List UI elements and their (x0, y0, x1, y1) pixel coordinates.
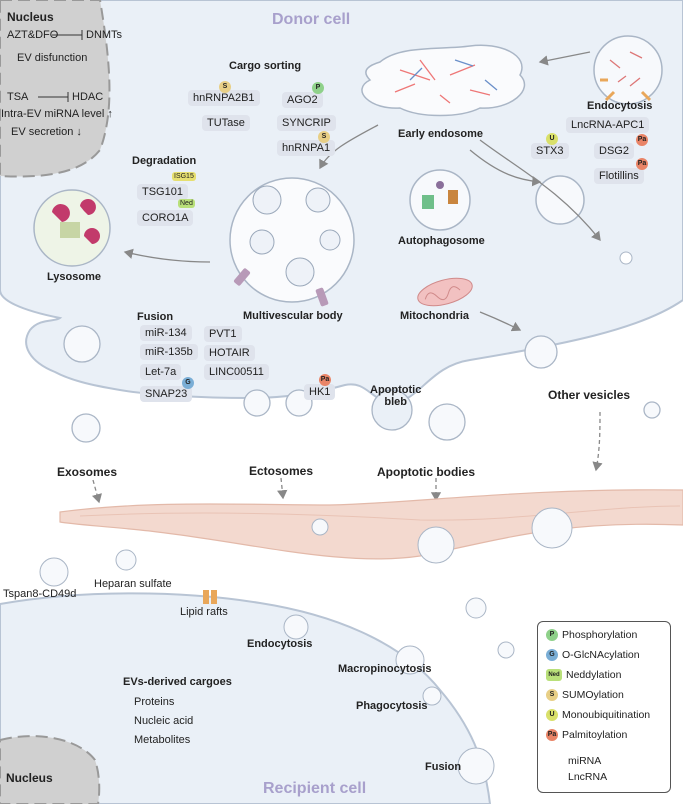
degr-tsg101: TSG101 (137, 184, 188, 200)
oglcnac-badge-icon: G (546, 649, 558, 662)
macropinocytosis-label: Macropinocytosis (338, 663, 432, 675)
donor-nucleus-label: Nucleus (7, 10, 54, 24)
exosomes-label: Exosomes (57, 465, 118, 479)
donor-endocytosis-title: Endocytosis (587, 100, 653, 112)
apoptotic-bodies-label: Apoptotic bodies (377, 465, 475, 479)
tspan-label: Tspan8-CD49d (3, 588, 77, 600)
cargo-hnrnpa2b1: hnRNPA2B1 (188, 90, 260, 106)
fusion-mir-134: miR-134 (140, 325, 192, 341)
legend-label: Phosphorylation (562, 629, 638, 641)
phospho-badge: P (312, 82, 324, 94)
palmitoyl-badge: Pa (636, 134, 648, 146)
ned-badge: Ned (178, 199, 195, 208)
endocytosis-vesicle (593, 35, 663, 105)
nucleus-line1-left: AZT&DFO (7, 29, 59, 41)
sumo-badge: S (318, 131, 330, 143)
cargo-hnrnpa1: hnRNPA1 (277, 140, 336, 156)
cargo-tutase: TUTase (202, 115, 250, 131)
recipient-cell-membrane (0, 592, 492, 804)
degr-coro1a: CORO1A (137, 210, 194, 226)
legend-label: SUMOylation (562, 689, 624, 701)
endo-stx3: STX3 (531, 143, 569, 159)
early-endosome-label: Early endosome (398, 128, 483, 140)
nucleus-line2: EV disfunction (17, 52, 88, 64)
lysosome-label: Lysosome (47, 271, 102, 283)
recipient-nucleus (0, 735, 101, 804)
legend-label: Palmitoylation (562, 729, 628, 741)
cargoes-title: EVs-derived cargoes (123, 676, 232, 688)
fusion-pvt1: PVT1 (204, 326, 242, 342)
ned-badge-icon: Ned (546, 669, 562, 682)
apoptotic-bleb-label: Apoptotic bleb (370, 384, 422, 408)
fusion-linc00511: LINC00511 (204, 364, 269, 380)
legend-palmitoylation: Pa Palmitoylation (546, 728, 627, 742)
lipid-rafts-label: Lipid rafts (180, 606, 228, 618)
palmitoyl-badge-icon: Pa (546, 729, 558, 742)
early-endosome-shape (361, 44, 526, 117)
legend-oglcnacylation: G O-GlcNAcylation (546, 648, 640, 662)
autophagosome-label: Autophagosome (398, 235, 485, 247)
legend-neddylation: Ned Neddylation (546, 668, 621, 682)
oglcnac-badge: G (182, 377, 194, 389)
other-vesicles-label: Other vesicles (548, 388, 631, 402)
cargo-nucleic-acid: Nucleic acid (134, 715, 194, 727)
recipient-nucleus-label: Nucleus (6, 771, 53, 785)
phospho-badge-icon: P (546, 629, 558, 642)
heparan-label: Heparan sulfate (94, 578, 172, 590)
cargo-proteins: Proteins (134, 696, 175, 708)
fusion-snap23: SNAP23 (140, 386, 193, 402)
isg15-badge: ISG15 (172, 172, 196, 181)
sumo-badge-icon: S (546, 689, 558, 702)
cargo-metabolites: Metabolites (134, 734, 191, 746)
autophagosome-shape (409, 169, 471, 231)
endo-dsg2: DSG2 (594, 143, 634, 159)
blood-vessel (59, 489, 683, 560)
donor-cell-title: Donor cell (272, 11, 351, 28)
mvb-label: Multivescular body (243, 310, 343, 322)
endo-flotillins: Flotillins (594, 168, 644, 184)
nucleus-line4: Intra-EV miRNA level ↑ (1, 108, 113, 120)
palmitoyl-badge: Pa (636, 158, 648, 170)
legend-label: O-GlcNAcylation (562, 649, 640, 661)
recipient-endocytosis-label: Endocytosis (247, 638, 313, 650)
degradation-title: Degradation (132, 155, 197, 167)
nucleus-line3-right: HDAC (72, 91, 104, 103)
legend-label: Neddylation (566, 669, 622, 681)
palmitoyl-badge: Pa (319, 374, 331, 386)
endo-lncrna-apc1: LncRNA-APC1 (566, 117, 650, 133)
monoubiq-badge: U (546, 133, 558, 145)
legend-monoubiquitination: U Monoubiquitination (546, 708, 650, 722)
donor-fusion-title: Fusion (137, 311, 174, 323)
mitochondria-shape (417, 277, 473, 307)
fusion-hotair: HOTAIR (204, 345, 255, 361)
cargo-ago2: AGO2 (282, 92, 323, 108)
recipient-cell-title: Recipient cell (263, 780, 367, 797)
legend-lncrna: LncRNA (568, 770, 607, 784)
mitochondria-label: Mitochondria (400, 310, 470, 322)
ectosomes-label: Ectosomes (249, 464, 314, 478)
cargo-syncrip: SYNCRIP (277, 115, 336, 131)
recipient-fusion-label: Fusion (425, 761, 462, 773)
fusion-mir-135b: miR-135b (140, 344, 198, 360)
fusion-let-7a: Let-7a (140, 364, 182, 380)
nucleus-line1-right: DNMTs (86, 29, 123, 41)
donor-nucleus (0, 0, 111, 178)
monoubiq-badge-icon: U (546, 709, 558, 722)
cargo-sorting-title: Cargo sorting (229, 60, 302, 72)
fusion-hk1: HK1 (304, 384, 336, 400)
legend-mirna: miRNA (568, 754, 601, 768)
legend-sumoylation: S SUMOylation (546, 688, 624, 702)
nucleus-line5: EV secretion ↓ (11, 126, 82, 138)
legend-label: Monoubiquitination (562, 709, 651, 721)
legend-phosphorylation: P Phosphorylation (546, 628, 637, 642)
phagocytosis-label: Phagocytosis (356, 700, 428, 712)
sumo-badge: S (219, 81, 231, 93)
nucleus-line3-left: TSA (7, 91, 29, 103)
legend-label: LncRNA (568, 771, 608, 783)
legend-label: miRNA (568, 755, 602, 767)
